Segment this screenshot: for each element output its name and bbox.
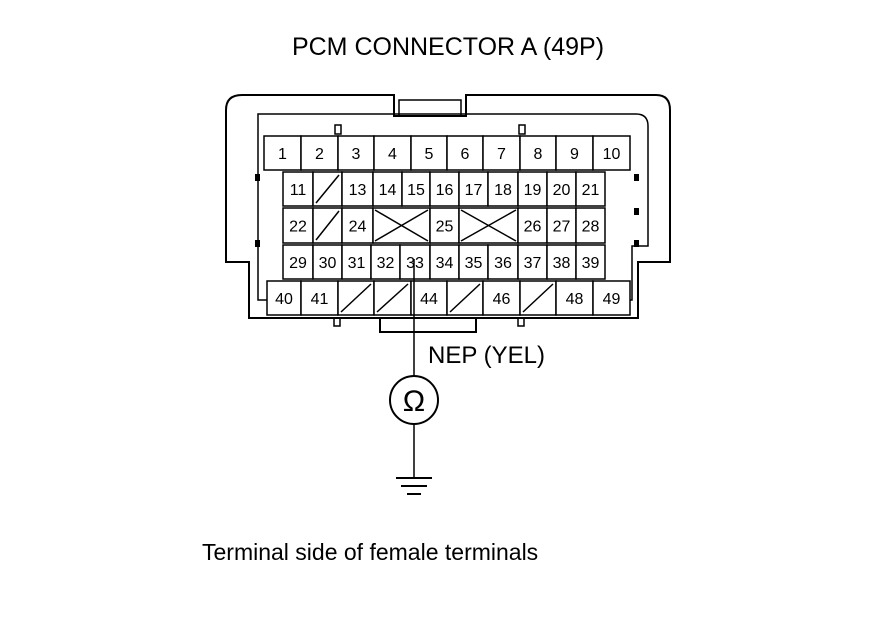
empty-cavity-mark — [315, 210, 340, 241]
probe-label: NEP (YEL) — [428, 342, 545, 369]
terminal-cell — [555, 135, 594, 171]
terminal-cell — [487, 244, 519, 280]
terminal-number: 19 — [524, 182, 542, 199]
terminal-cell — [337, 135, 375, 171]
meter-symbol: Ω — [403, 385, 425, 418]
terminal-cell — [263, 135, 302, 171]
diagram-caption: Terminal side of female terminals — [202, 539, 538, 565]
terminal-number: 25 — [436, 219, 454, 236]
terminal-cell — [373, 135, 412, 171]
terminal-number: 7 — [497, 146, 506, 163]
terminal-number: 35 — [465, 255, 483, 272]
terminal-number: 2 — [315, 146, 324, 163]
terminal-number: 34 — [436, 255, 454, 272]
terminal-number: 33 — [406, 255, 424, 272]
terminal-number: 21 — [582, 182, 600, 199]
blocked-cavity-mark — [460, 209, 517, 242]
empty-cavity-mark — [376, 283, 409, 313]
terminal-cell — [575, 207, 606, 244]
terminal-cell — [592, 135, 631, 171]
blocked-cavity-mark — [374, 209, 429, 242]
terminal-number: 3 — [352, 146, 361, 163]
terminal-cell — [517, 207, 548, 244]
terminal-number: 29 — [289, 255, 307, 272]
terminal-number: 39 — [582, 255, 600, 272]
terminal-number: 37 — [524, 255, 542, 272]
terminal-cell — [282, 171, 314, 207]
terminal-cell — [429, 207, 460, 244]
housing-keys — [255, 174, 639, 247]
terminal-cell — [546, 171, 577, 207]
terminal-number: 22 — [289, 219, 307, 236]
terminal-number: 41 — [311, 291, 329, 308]
terminal-cell — [555, 280, 594, 316]
terminal-cell — [370, 244, 401, 280]
terminal-number: 4 — [388, 146, 397, 163]
terminal-number: 31 — [348, 255, 366, 272]
terminal-number: 15 — [407, 182, 425, 199]
terminal-number: 48 — [566, 291, 584, 308]
terminal-number: 9 — [570, 146, 579, 163]
terminal-cell — [282, 244, 314, 280]
terminal-number: 14 — [379, 182, 397, 199]
terminal-number: 11 — [290, 182, 307, 199]
terminal-number: 30 — [319, 255, 337, 272]
connector-housing — [225, 94, 671, 333]
terminal-number: 17 — [465, 182, 483, 199]
empty-cavity-mark — [522, 283, 554, 313]
ohmmeter-icon: Ω — [389, 375, 439, 425]
terminal-cell — [341, 207, 374, 244]
terminal-number: 28 — [582, 219, 600, 236]
terminal-number: 36 — [494, 255, 512, 272]
terminal-cell — [312, 244, 343, 280]
terminal-number: 38 — [553, 255, 571, 272]
terminal-number: 20 — [553, 182, 571, 199]
terminal-cell — [410, 280, 448, 316]
terminal-number: 24 — [349, 219, 367, 236]
terminal-cell — [282, 207, 314, 244]
terminal-number: 26 — [524, 219, 542, 236]
terminal-number: 44 — [420, 291, 438, 308]
terminal-cell — [575, 244, 606, 280]
terminal-number: 16 — [436, 182, 454, 199]
empty-cavity-mark — [449, 283, 481, 313]
terminal-number: 5 — [425, 146, 434, 163]
terminal-cell — [458, 244, 489, 280]
terminal-number: 49 — [603, 291, 621, 308]
terminal-number: 6 — [461, 146, 470, 163]
terminal-cell — [429, 171, 460, 207]
terminal-number: 40 — [275, 291, 293, 308]
terminal-cell — [575, 171, 606, 207]
ground-icon — [396, 477, 432, 495]
terminal-cell — [592, 280, 631, 316]
terminal-number: 1 — [278, 146, 287, 163]
terminal-cell — [300, 135, 339, 171]
terminal-cell — [458, 171, 489, 207]
terminal-number: 13 — [349, 182, 367, 199]
terminal-cell — [482, 280, 521, 316]
terminal-cell — [517, 171, 548, 207]
terminal-number: 32 — [377, 255, 395, 272]
terminal-cell — [519, 135, 557, 171]
empty-cavity-mark — [340, 283, 372, 313]
terminal-cell — [300, 280, 339, 316]
terminal-number: 8 — [534, 146, 543, 163]
empty-cavity-mark — [315, 174, 340, 204]
terminal-number: 46 — [493, 291, 511, 308]
terminal-number: 10 — [603, 146, 621, 163]
terminal-number: 27 — [553, 219, 571, 236]
terminal-number: 18 — [494, 182, 512, 199]
diagram-title: PCM CONNECTOR A (49P) — [292, 33, 604, 61]
terminal-cell — [446, 135, 484, 171]
